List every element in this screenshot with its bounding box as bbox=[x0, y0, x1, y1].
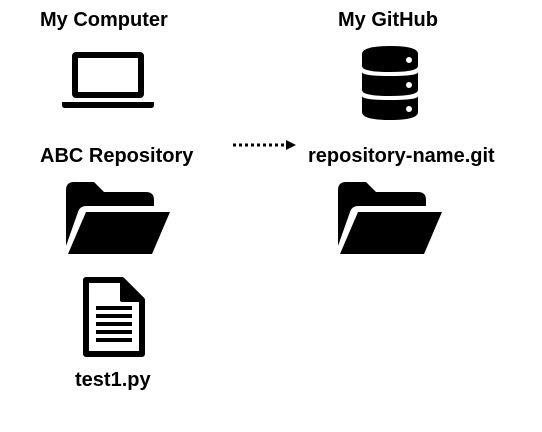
my-computer-label: My Computer bbox=[40, 9, 168, 31]
database-icon bbox=[362, 46, 418, 120]
folder-open-icon bbox=[66, 182, 170, 254]
my-github-label: My GitHub bbox=[338, 9, 438, 31]
laptop-icon bbox=[62, 52, 154, 108]
abc-repository-label: ABC Repository bbox=[40, 145, 194, 167]
folder-open-icon bbox=[338, 182, 442, 254]
repository-name-git-label: repository-name.git bbox=[308, 145, 495, 167]
dotted-arrow bbox=[233, 140, 296, 150]
document-icon bbox=[83, 277, 145, 357]
test1-py-label: test1.py bbox=[75, 369, 151, 391]
